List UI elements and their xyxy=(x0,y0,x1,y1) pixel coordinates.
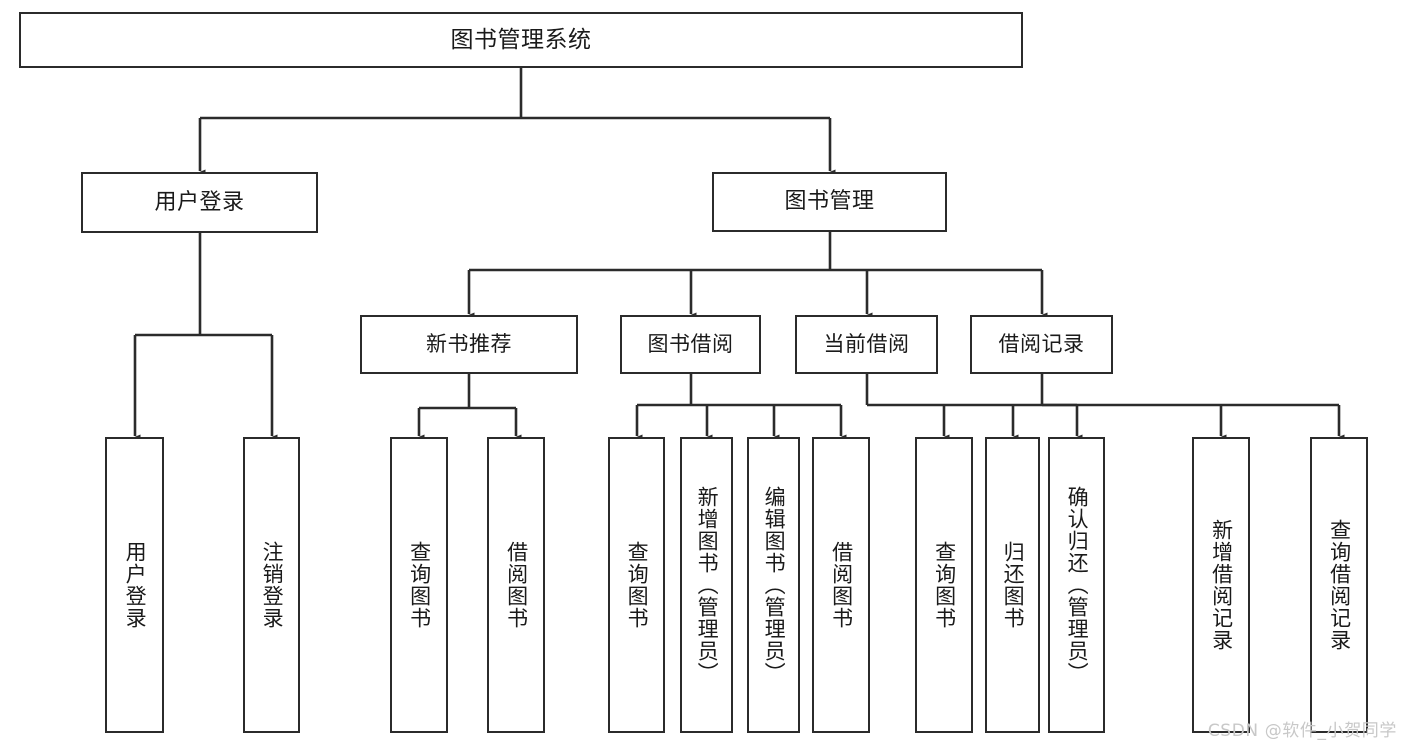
root-node-root[interactable]: 图书管理系统 xyxy=(19,12,1023,68)
leaf-node-leaf-borrow-book-2[interactable]: 借阅图书 xyxy=(812,437,870,733)
leaf-node-leaf-query-book-3[interactable]: 查询图书 xyxy=(915,437,973,733)
node-label: 查询借阅记录 xyxy=(1327,519,1352,651)
node-label: 图书管理系统 xyxy=(450,26,592,53)
leaf-node-leaf-borrow-book-1[interactable]: 借阅图书 xyxy=(487,437,545,733)
leaf-node-leaf-add-book[interactable]: 新增图书（管理员） xyxy=(680,437,733,733)
leaf-node-leaf-return-book[interactable]: 归还图书 xyxy=(985,437,1040,733)
node-label: 借阅图书 xyxy=(829,541,854,629)
watermark: CSDN @软件_小贺同学 xyxy=(1207,721,1397,741)
node-label: 借阅记录 xyxy=(998,332,1085,357)
node-label: 用户登录 xyxy=(154,189,245,215)
node-label: 注销登录 xyxy=(260,541,285,629)
node-label: 查询图书 xyxy=(932,541,957,629)
node-label: 归还图书 xyxy=(1001,541,1026,629)
level2-node-book-borrow[interactable]: 图书借阅 xyxy=(620,315,761,374)
node-label: 图书借阅 xyxy=(647,332,734,357)
leaf-node-leaf-query-book-2[interactable]: 查询图书 xyxy=(608,437,665,733)
leaf-node-leaf-query-book-1[interactable]: 查询图书 xyxy=(390,437,448,733)
level2-node-borrow-record[interactable]: 借阅记录 xyxy=(970,315,1113,374)
level1-node-user-login[interactable]: 用户登录 xyxy=(81,172,318,233)
node-label: 用户登录 xyxy=(123,541,148,629)
node-label: 新增图书（管理员） xyxy=(695,486,720,684)
leaf-node-leaf-user-login[interactable]: 用户登录 xyxy=(105,437,164,733)
node-label: 新增借阅记录 xyxy=(1209,519,1234,651)
leaf-node-leaf-confirm-return[interactable]: 确认归还（管理员） xyxy=(1048,437,1105,733)
level2-node-new-book-recommend[interactable]: 新书推荐 xyxy=(360,315,578,374)
leaf-node-leaf-edit-book[interactable]: 编辑图书（管理员） xyxy=(747,437,800,733)
node-label: 查询图书 xyxy=(625,541,650,629)
leaf-node-leaf-logout[interactable]: 注销登录 xyxy=(243,437,300,733)
node-label: 当前借阅 xyxy=(823,332,910,357)
level2-node-current-borrow[interactable]: 当前借阅 xyxy=(795,315,938,374)
leaf-node-leaf-add-record[interactable]: 新增借阅记录 xyxy=(1192,437,1250,733)
node-label: 图书管理 xyxy=(784,189,875,215)
node-label: 借阅图书 xyxy=(504,541,529,629)
leaf-node-leaf-query-record[interactable]: 查询借阅记录 xyxy=(1310,437,1368,733)
connector-paths xyxy=(129,68,1345,444)
node-label: 编辑图书（管理员） xyxy=(762,486,787,684)
level1-node-book-manage[interactable]: 图书管理 xyxy=(712,172,947,232)
node-label: 确认归还（管理员） xyxy=(1065,486,1090,684)
node-label: 查询图书 xyxy=(407,541,432,629)
node-label: 新书推荐 xyxy=(426,332,512,357)
